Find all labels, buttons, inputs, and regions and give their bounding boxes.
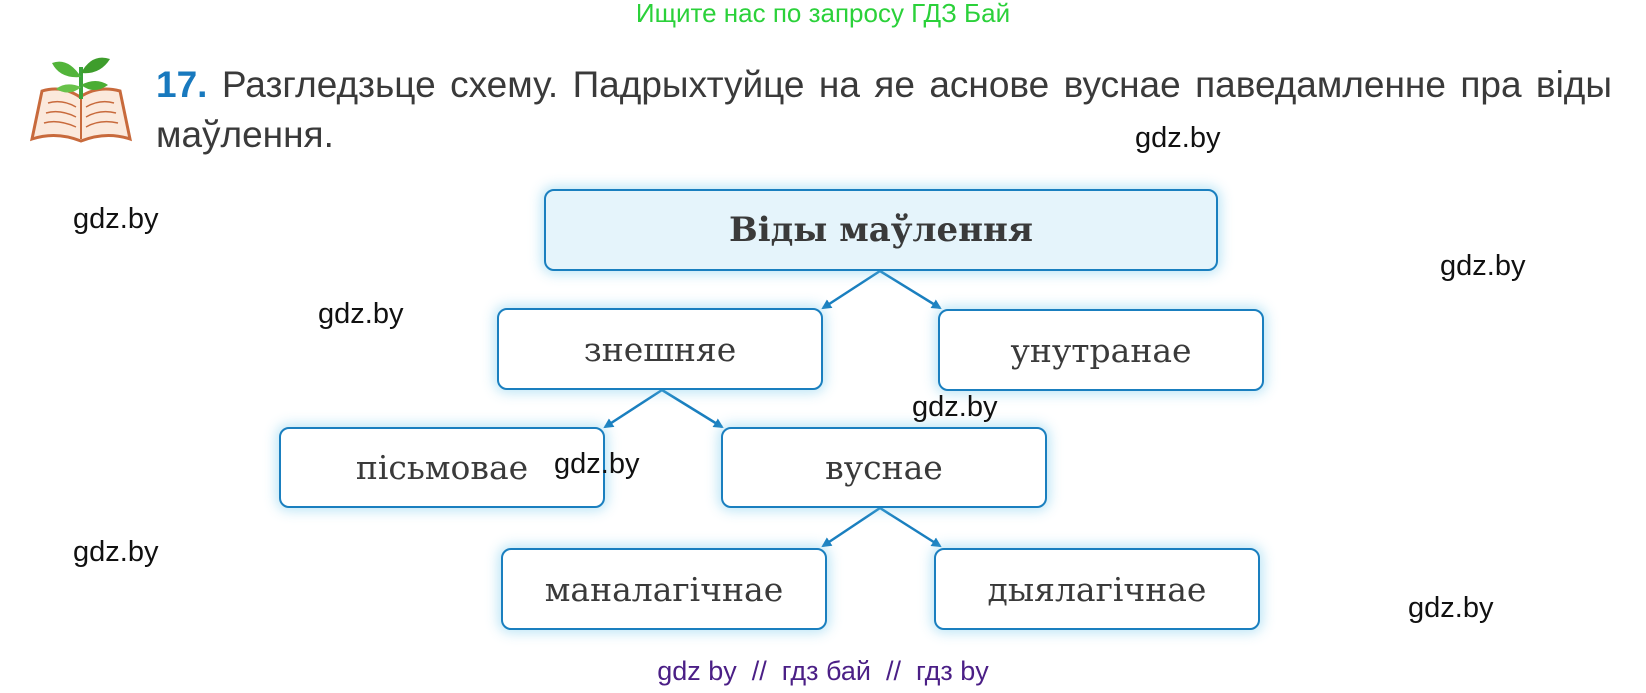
watermark: gdz.by — [73, 536, 159, 568]
arrow-oral-to-dialogic — [879, 506, 942, 548]
node-external: знешняе — [497, 308, 823, 390]
arrow-oral-to-monologic — [821, 506, 881, 548]
node-dialogic: дыялагічнае — [934, 548, 1260, 630]
node-monologic: маналагічнае — [501, 548, 827, 630]
arrow-external-to-written — [603, 388, 663, 429]
node-oral: вуснае — [721, 427, 1047, 508]
node-root: Віды маўлення — [544, 189, 1218, 271]
watermark: gdz.by — [554, 448, 640, 480]
arrow-external-to-oral — [661, 388, 724, 429]
watermark: gdz.by — [1408, 592, 1494, 624]
arrow-root-to-internal — [879, 269, 942, 310]
watermark: gdz.by — [318, 298, 404, 330]
watermark: gdz.by — [912, 391, 998, 423]
top-banner[interactable]: Ищите нас по запросу ГДЗ Бай — [635, 0, 1011, 28]
watermark: gdz.by — [1135, 122, 1221, 154]
node-internal: унутранае — [938, 309, 1264, 391]
arrow-root-to-external — [821, 269, 881, 310]
task-body: Разгледзьце схему. Падрыхтуйце на яе асн… — [156, 64, 1612, 155]
watermark: gdz.by — [1440, 250, 1526, 282]
footer-links[interactable]: gdz by // гдз бай // гдз by — [657, 656, 989, 686]
node-written: пісьмовае — [279, 427, 605, 508]
book-sprout-icon — [29, 57, 133, 143]
task-number: 17. — [156, 64, 208, 105]
task-text: 17. Разгледзьце схему. Падрыхтуйце на яе… — [156, 60, 1612, 160]
watermark: gdz.by — [73, 203, 159, 235]
